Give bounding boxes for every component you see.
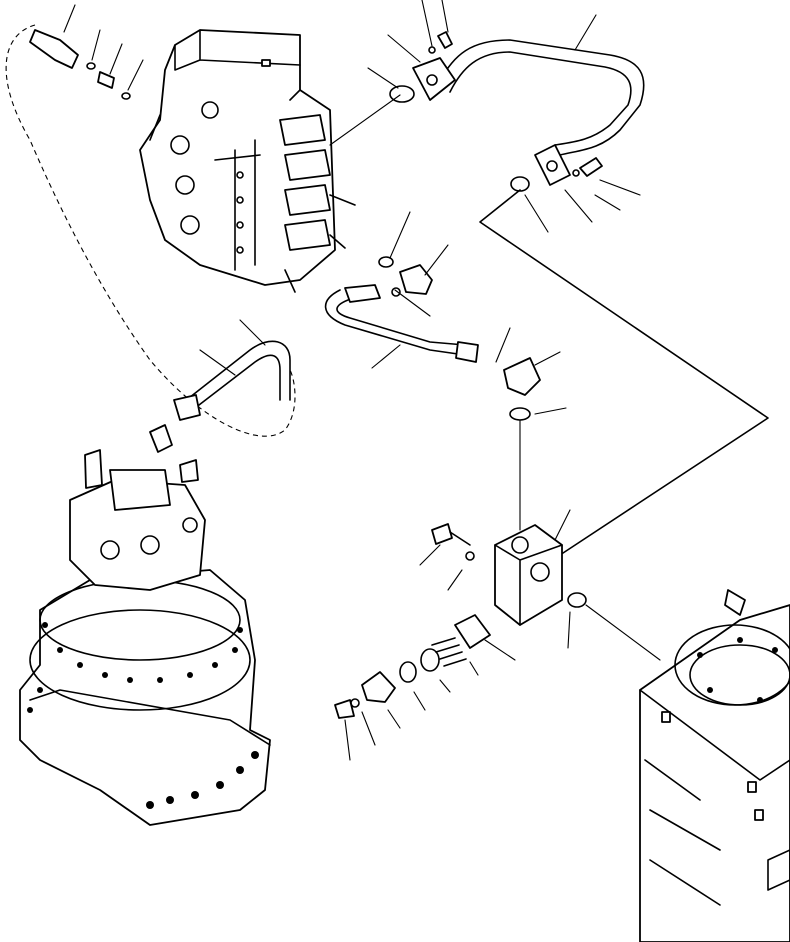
swing-pipe-assembly [367,0,645,233]
motor-hose-assembly [173,319,291,421]
pilot-fitting-set [29,4,144,100]
valve-block-assembly [334,419,661,761]
hydraulic-tank-assembly [639,589,790,942]
dashed-routing-line [5,24,296,437]
return-routing-line [479,189,769,556]
motor-flange-bolts [27,622,259,809]
swing-motor-assembly [19,424,271,826]
valve-hose-assembly [324,211,567,421]
control-valve-assembly [139,29,356,293]
leader-valve-port [329,94,401,146]
